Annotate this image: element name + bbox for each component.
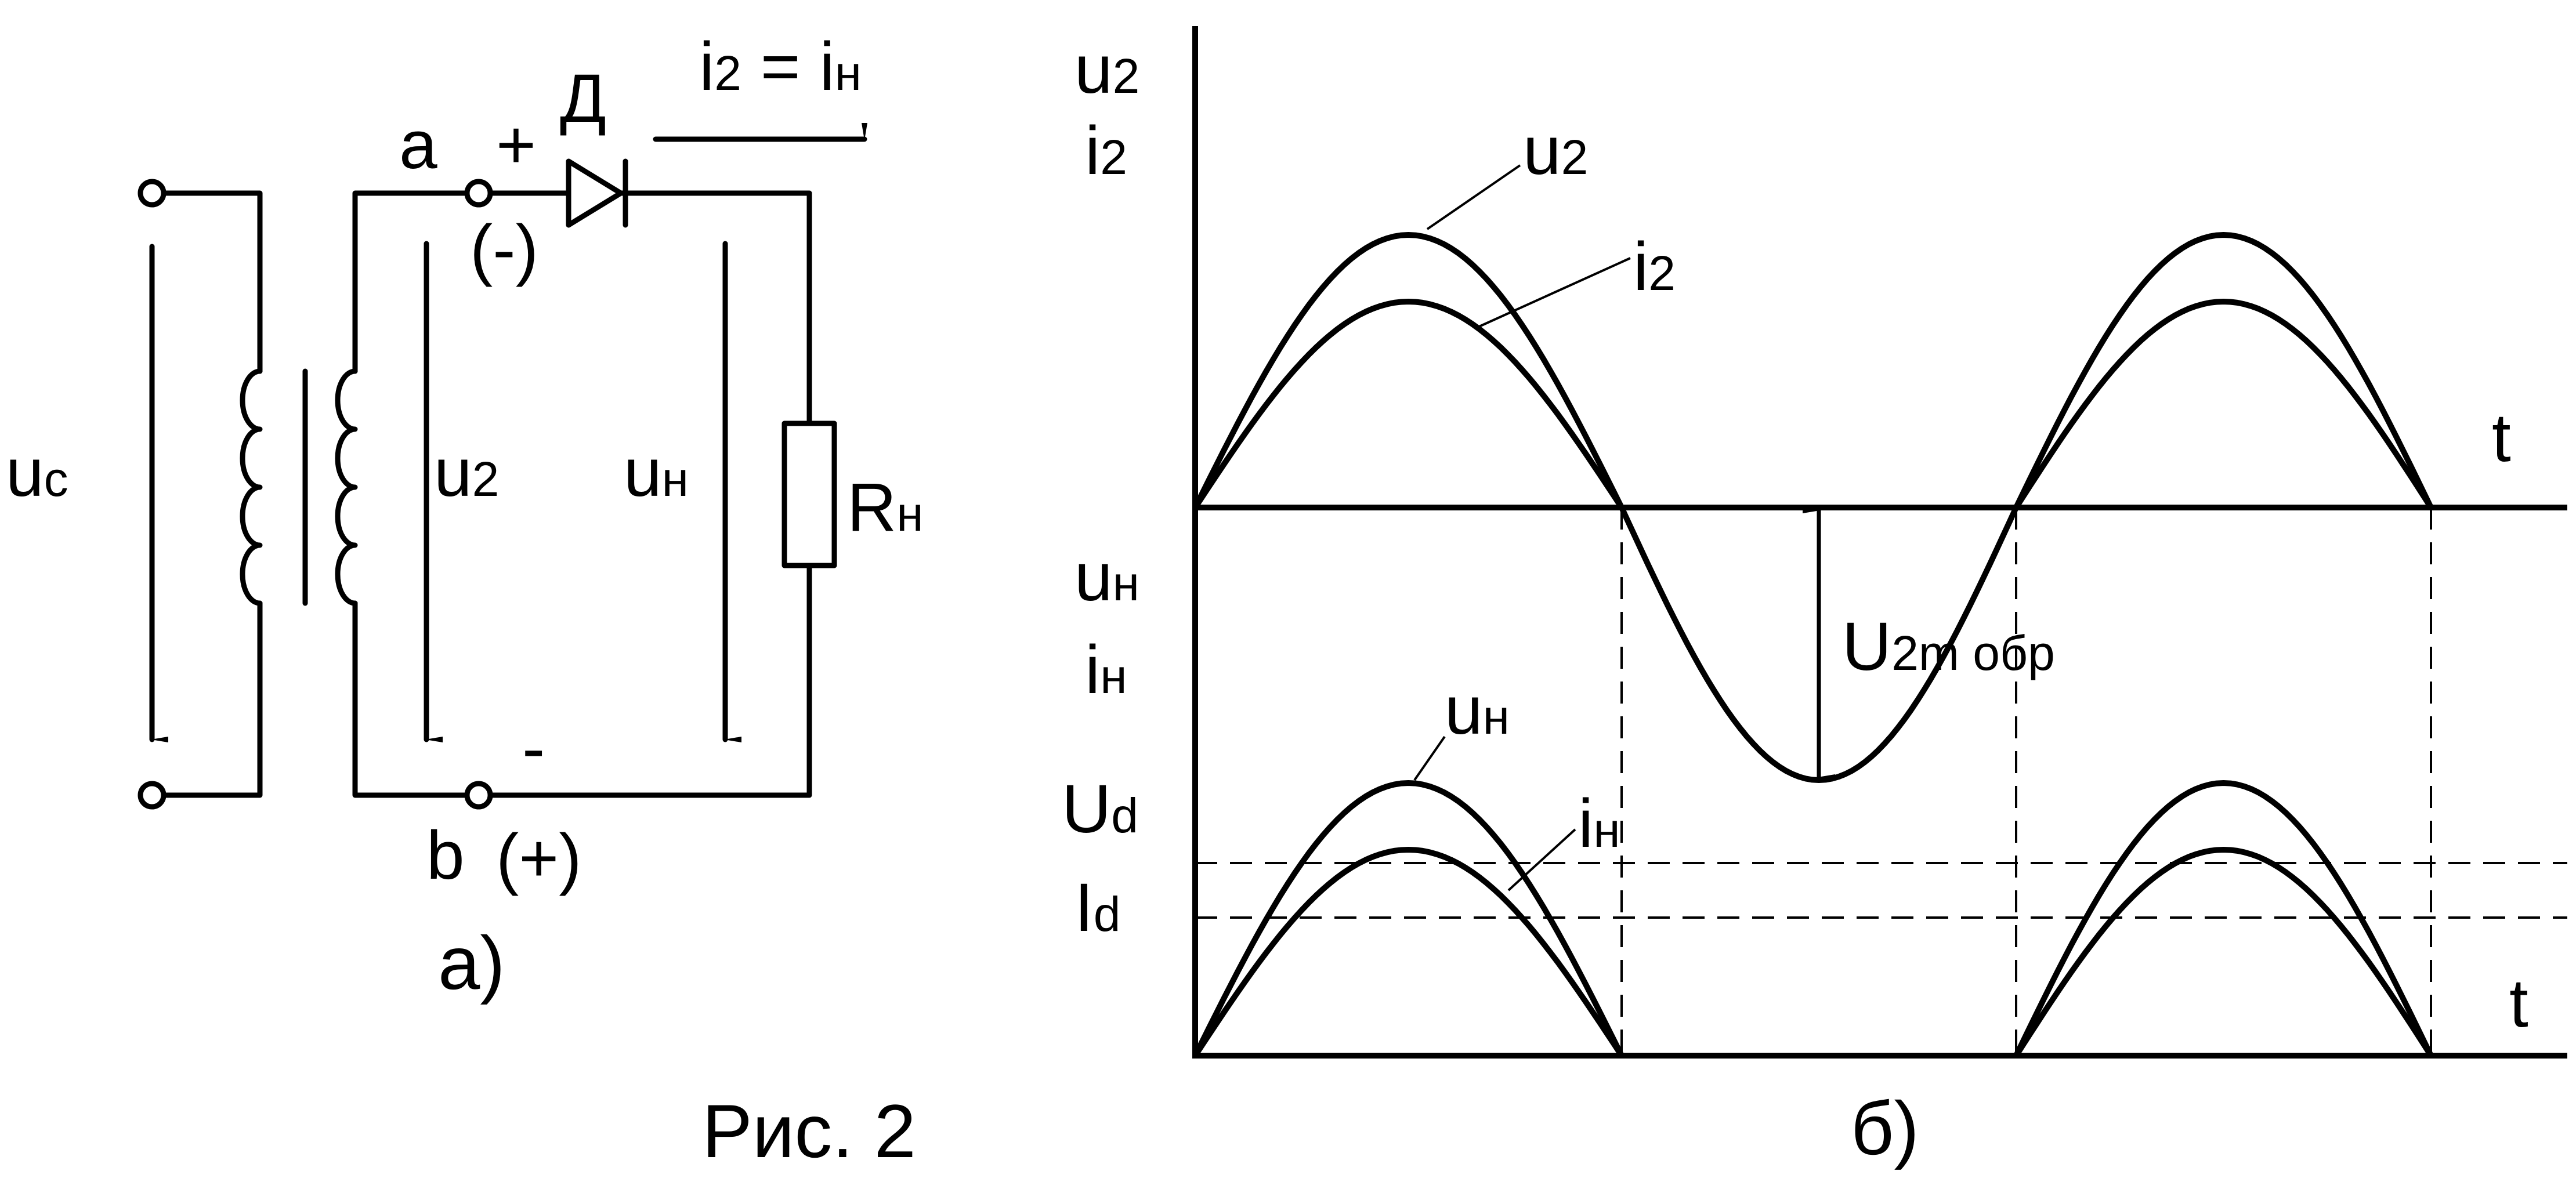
load-resistor xyxy=(782,421,837,568)
leader-i2 xyxy=(1476,257,1631,329)
load-wire xyxy=(487,190,812,798)
label-current: i2 = iн xyxy=(699,28,862,105)
circuit-diagram xyxy=(138,123,867,810)
label-a-reverse: (-) xyxy=(470,211,538,288)
curve-label-in: iн xyxy=(1578,785,1620,862)
caption-b: б) xyxy=(1851,1086,1919,1170)
axis-label-in: iн xyxy=(1085,632,1127,708)
curve-un-2 xyxy=(2013,780,2434,1057)
curve-label-un: uн xyxy=(1445,672,1510,749)
label-rn: Rн xyxy=(847,469,924,546)
curve-i2-2 xyxy=(2013,299,2434,509)
leader-in xyxy=(1507,828,1576,891)
label-un: uн xyxy=(624,434,689,511)
id-label: Id xyxy=(1074,869,1121,946)
curve-un-1 xyxy=(1192,780,1625,1057)
primary-terminal-top xyxy=(138,179,167,208)
leader-u2 xyxy=(1426,164,1521,230)
secondary-coil xyxy=(335,368,358,606)
axis-label-u2: u2 xyxy=(1074,31,1139,108)
figure-caption: Рис. 2 xyxy=(702,1089,916,1173)
caption-a: а) xyxy=(438,920,505,1005)
label-uc: uc xyxy=(6,434,68,511)
waveform-graphs xyxy=(1192,26,2567,1059)
graph-labels: u2 i2 u2 i2 t uн iн U2m обр uн iн Ud Id … xyxy=(1062,31,2528,1170)
label-b-reverse: (+) xyxy=(496,820,582,897)
curve-in-2 xyxy=(2013,847,2434,1057)
secondary-wire xyxy=(352,190,470,798)
curve-u2 xyxy=(1192,232,2434,783)
terminal-b xyxy=(464,781,493,810)
primary-coil xyxy=(240,368,263,606)
label-node-b: b xyxy=(426,817,465,894)
diode-symbol xyxy=(566,158,628,228)
primary-terminal-bottom xyxy=(138,781,167,810)
leader-un xyxy=(1413,735,1446,781)
axis-label-i2: i2 xyxy=(1085,113,1127,189)
label-minus: - xyxy=(522,710,545,786)
ud-label: Ud xyxy=(1062,771,1138,847)
t-label-top: t xyxy=(2492,400,2511,476)
circuit-labels: uc u2 uн Rн Д a + (-) - b (+) i2 = iн а)… xyxy=(6,28,924,1173)
label-u2: u2 xyxy=(434,434,499,511)
label-plus: + xyxy=(496,107,536,183)
curve-in-1 xyxy=(1192,847,1625,1057)
label-diode: Д xyxy=(560,60,606,137)
primary-wire xyxy=(161,190,263,798)
axis-label-un: uн xyxy=(1074,539,1139,615)
u2m-label: U2m обр xyxy=(1842,608,2055,685)
label-node-a: a xyxy=(399,107,437,183)
t-label-bottom: t xyxy=(2509,965,2528,1042)
curve-label-u2: u2 xyxy=(1523,113,1588,189)
terminal-a xyxy=(464,179,493,208)
curve-i2-1 xyxy=(1192,299,1625,509)
curve-label-i2: i2 xyxy=(1633,229,1676,305)
